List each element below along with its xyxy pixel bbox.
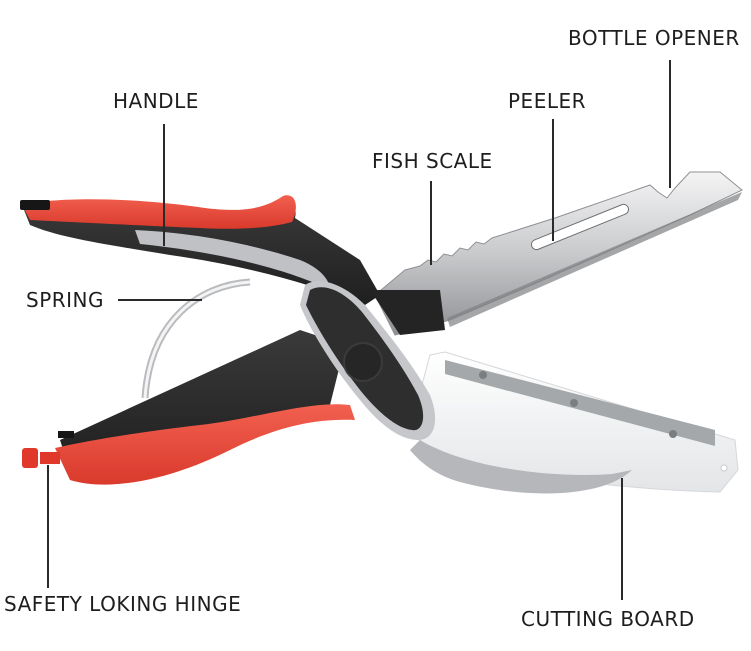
cutting-board-part: [409, 351, 739, 494]
label-safety-locking-hinge: SAFETY LOKING HINGE: [4, 592, 242, 616]
leader-cutting-board: [621, 478, 623, 600]
label-cutting-board: CUTTING BOARD: [521, 607, 695, 631]
leader-safety-hinge: [47, 465, 49, 588]
upper-handle-part: [20, 195, 380, 305]
spring-part: [141, 278, 251, 399]
knife-blade-part: [374, 171, 743, 336]
label-spring: SPRING: [26, 288, 105, 312]
leader-handle: [163, 124, 165, 246]
leader-bottle-opener: [669, 60, 671, 188]
pivot-plate-part: [300, 281, 445, 440]
lower-handle-part: [22, 330, 355, 485]
leader-spring: [118, 299, 202, 301]
label-handle: HANDLE: [113, 89, 199, 113]
leader-fish-scale: [430, 181, 432, 265]
label-fish-scale: FISH SCALE: [372, 149, 493, 173]
label-peeler: PEELER: [508, 89, 587, 113]
leader-peeler: [552, 119, 554, 241]
label-bottle-opener: BOTTLE OPENER: [568, 26, 740, 50]
